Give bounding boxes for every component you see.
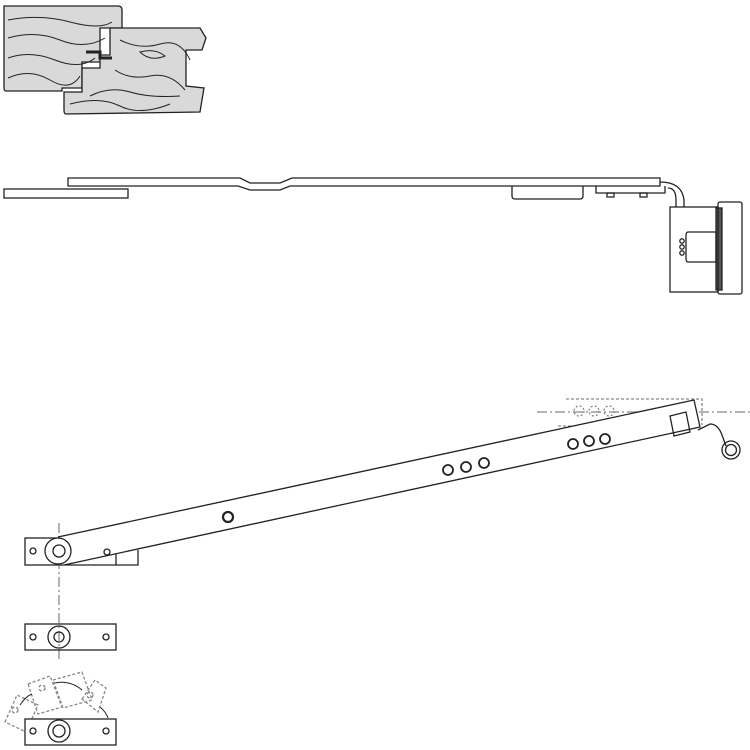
frame-cross-section [3, 5, 207, 115]
arm-hook [697, 423, 727, 447]
rotation-plate-view [4, 671, 117, 746]
pivot-plate-view [24, 623, 117, 651]
arm [57, 399, 701, 566]
stay-arm-view [24, 398, 750, 662]
wood-grain [7, 16, 191, 111]
hinge-knuckle [717, 201, 743, 295]
hinge-body [669, 206, 719, 293]
hinge-plate [595, 186, 666, 194]
gasket [86, 50, 112, 60]
stay-arm-top [67, 177, 661, 191]
hinge-top-view [3, 177, 743, 295]
hinge-bend [659, 181, 685, 207]
frame-profile [3, 5, 123, 92]
stay-plate [3, 188, 129, 199]
stay-arm-lower [511, 186, 584, 200]
